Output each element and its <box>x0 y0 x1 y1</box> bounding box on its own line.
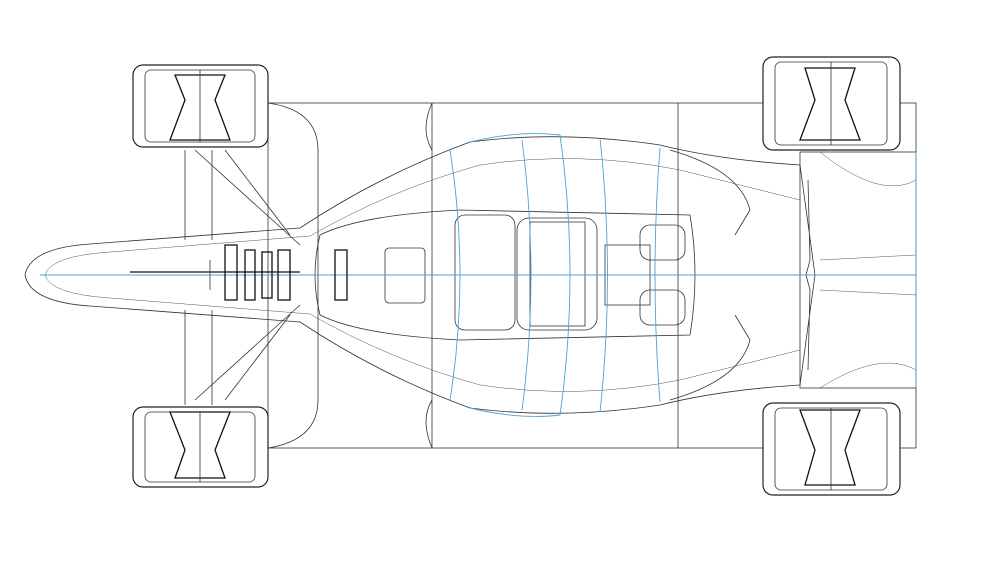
wheel-front-left <box>132 64 269 148</box>
construction-lines <box>40 133 917 417</box>
wheel-front-right <box>132 406 269 488</box>
front-suspension <box>130 149 348 405</box>
wheel-rear-right <box>762 402 901 496</box>
body-envelope <box>267 102 917 449</box>
wheel-rear-left <box>762 56 901 151</box>
